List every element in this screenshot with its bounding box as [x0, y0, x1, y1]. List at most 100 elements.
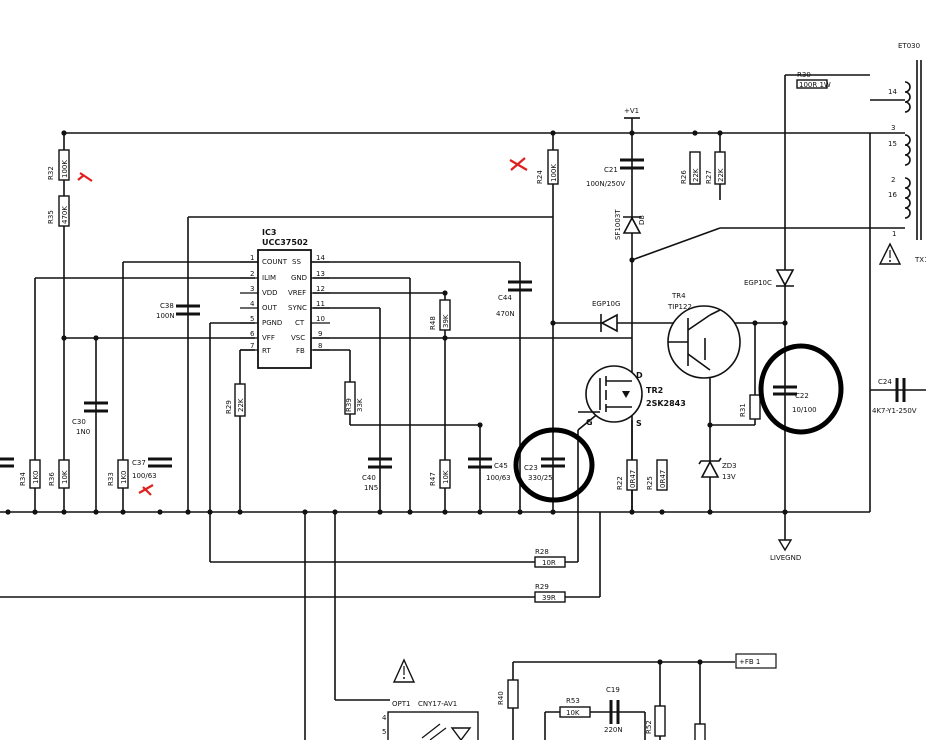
- r29-ref: R29: [535, 583, 549, 591]
- c24-ref: C24: [878, 378, 892, 386]
- transformer-pin: 14: [888, 88, 897, 96]
- r34-ref: R34: [19, 472, 27, 486]
- r35-value: 470K: [61, 206, 69, 224]
- resistor-r53: [559, 706, 591, 718]
- opto-ref: OPT1: [392, 700, 410, 708]
- supply-label: +V1: [624, 107, 639, 115]
- tr2-pin-s: S: [636, 419, 642, 428]
- ic3-pin-num: 3: [250, 285, 254, 293]
- r52-ref: R52: [645, 720, 653, 734]
- r48-ref: R48: [429, 316, 437, 330]
- ic3-part: UCC37502: [262, 238, 308, 247]
- ic3-pin-label: SYNC: [288, 304, 307, 312]
- resistor-r47: [439, 459, 451, 489]
- c37-ref: C37: [132, 459, 146, 467]
- ic3-pin-num: 13: [316, 270, 325, 278]
- r47-ref: R47: [429, 472, 437, 486]
- r24-value: 100K: [550, 164, 558, 182]
- r25-ref: R25: [646, 476, 654, 490]
- c23-ref: C23: [524, 464, 538, 472]
- r32-ref: R32: [47, 166, 55, 180]
- c44-value: 470N: [496, 310, 515, 318]
- resistor-r33: [117, 459, 129, 489]
- r33-ref: R33: [107, 472, 115, 486]
- resistor-r34: [29, 459, 41, 489]
- opto-pin: 5: [382, 728, 386, 736]
- r30-value: 100R 1W: [799, 81, 831, 89]
- r47-value: 10K: [442, 470, 450, 484]
- c40-value: 1N5: [364, 484, 378, 492]
- resistor-r25: [656, 459, 668, 491]
- r40-ref: R40: [497, 691, 505, 705]
- r53-value: 10K: [566, 709, 580, 717]
- highlight-circle-c22: [758, 343, 844, 435]
- c21-ref: C21: [604, 166, 618, 174]
- c30-value: 1N0: [76, 428, 90, 436]
- red-x-mark: [509, 157, 528, 171]
- c19-ref: C19: [606, 686, 620, 694]
- c19-value: 220N: [604, 726, 623, 734]
- r29-value: 39R: [542, 594, 556, 602]
- resistor-r31: [749, 394, 761, 420]
- ic3-pin-label: VDD: [262, 289, 278, 297]
- r31-ref: R31: [739, 403, 747, 417]
- ic3-chip: IC3 UCC37502 1 2 3 4 5 6 7 COUNT ILIM VD…: [240, 228, 330, 369]
- d8-part: SF1003T: [614, 209, 622, 240]
- c21-value: 100N/250V: [586, 180, 625, 188]
- r22-value: 0R47: [629, 470, 637, 488]
- ic3-pin-num: 2: [250, 270, 254, 278]
- r53-ref: R53: [566, 697, 580, 705]
- transformer-tx1: ET030 TX1 14 3 15 2 16 1: [888, 42, 926, 264]
- warning-triangle-icon: [878, 242, 902, 265]
- resistor-r22: [626, 459, 638, 491]
- tr4-ref: TR4: [671, 292, 686, 300]
- transformer-suffix: TX1: [914, 256, 926, 264]
- resistor-r29b: [234, 383, 246, 417]
- r24-ref: R24: [536, 170, 544, 184]
- ic3-pin-num: 1: [250, 254, 254, 262]
- resistor-r40: [507, 679, 519, 709]
- ic3-ref: IC3: [262, 228, 276, 237]
- resistor-r35: [58, 195, 70, 227]
- ic3-pin-label: PGND: [262, 319, 282, 327]
- fb-terminal: +FB 1: [735, 653, 777, 669]
- ic3-pin-num: 14: [316, 254, 325, 262]
- d10-part: EGP10C: [744, 279, 772, 287]
- resistor-r39: [344, 381, 356, 415]
- ic3-pin-label: VREF: [288, 289, 306, 297]
- ic3-pin-label: GND: [291, 274, 307, 282]
- tr2-ref: TR2: [646, 386, 663, 395]
- transformer-pin: 3: [891, 124, 895, 132]
- c22-ref: C22: [795, 392, 809, 400]
- r39-ref: R39: [345, 398, 353, 412]
- opto-pin: 4: [382, 714, 387, 722]
- resistor-r28: [534, 556, 566, 568]
- resistor-r27: [714, 151, 726, 185]
- r39-value: 33K: [356, 398, 364, 412]
- ic3-pin-label: VFF: [262, 334, 275, 342]
- r32-value: 100K: [61, 160, 69, 178]
- ic3-pin-label: OUT: [262, 304, 278, 312]
- r34-value: 1K0: [32, 471, 40, 485]
- r27-value: 22K: [717, 168, 725, 182]
- ic3-pin-label: COUNT: [262, 258, 288, 266]
- ic3-pin-num: 7: [250, 342, 254, 350]
- transistor-tr4: TR4 TIP122: [667, 292, 741, 379]
- c23-value: 330/25: [528, 474, 553, 482]
- red-x-mark: [138, 484, 154, 496]
- red-check-mark: [77, 172, 93, 182]
- r26-ref: R26: [680, 170, 688, 184]
- resistor-r32: [58, 149, 70, 181]
- r33-value: 1K0: [120, 471, 128, 485]
- c45-value: 100/63: [486, 474, 511, 482]
- r25-value: 0R47: [659, 470, 667, 488]
- c38-value: 100N: [156, 312, 175, 320]
- capacitors: C21 100N/250V C38 100N C44 470N C30 1N0 …: [0, 158, 917, 734]
- ic3-pin-num: 6: [250, 330, 255, 338]
- transformer-pin: 1: [892, 230, 896, 238]
- ic3-pin-num: 8: [318, 342, 322, 350]
- ic3-pin-label: ILIM: [262, 274, 276, 282]
- resistor-unnamed: [694, 723, 706, 740]
- r29b-value: 22K: [237, 398, 245, 412]
